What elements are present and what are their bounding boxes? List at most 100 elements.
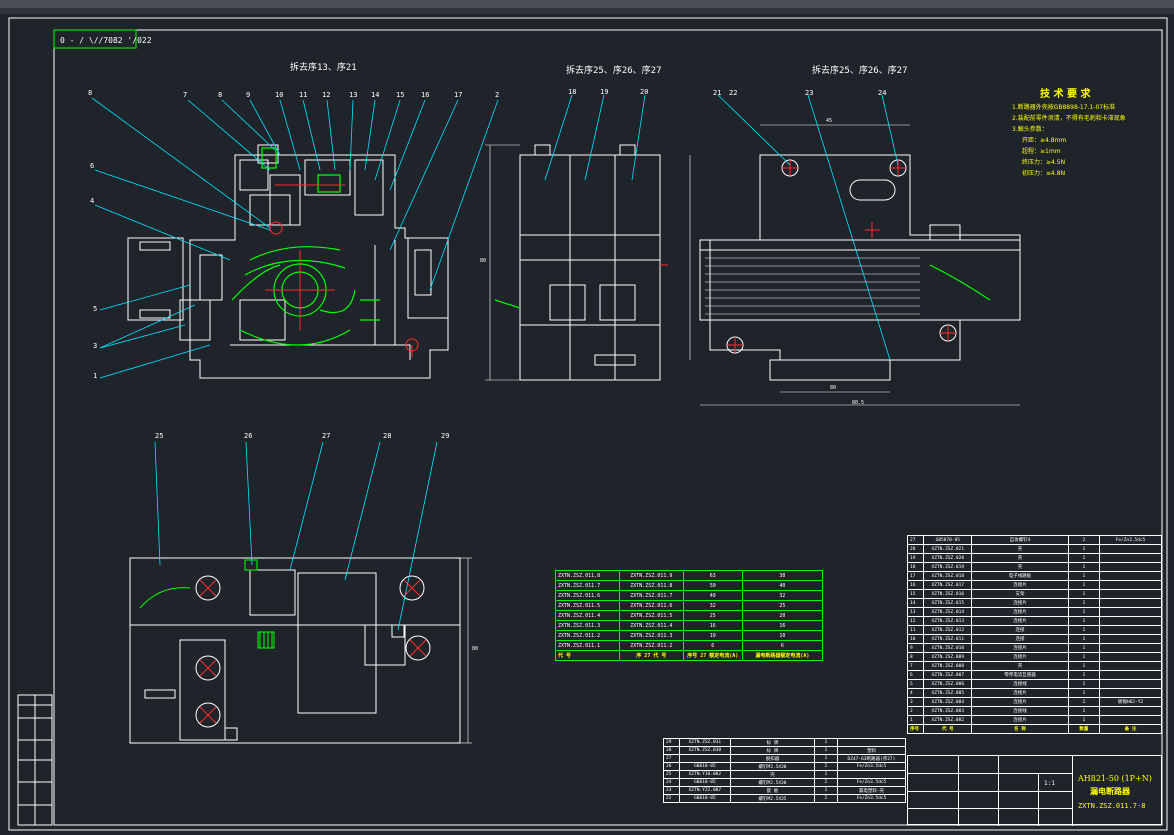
table-cell: XZTN.ZSZ.013: [923, 616, 973, 626]
table-cell: 8: [906, 652, 925, 662]
table-cell: 扳 板: [730, 786, 815, 795]
view2-leaders: [544, 94, 646, 181]
balloon: 16: [421, 91, 430, 99]
table-cell: 27: [663, 754, 680, 763]
table-cell: 标 牌: [730, 738, 815, 747]
table-cell: XZTN.ZSZ.009: [923, 652, 973, 662]
dim-width-top: 45: [826, 118, 833, 124]
table-cell: 40: [741, 580, 824, 591]
table-cell: 1: [1067, 616, 1100, 626]
table-cell: ZXTN.ZSZ.011.1: [555, 640, 620, 651]
table-cell: [836, 770, 907, 779]
table-cell: 10: [741, 630, 824, 641]
table-cell: 连接片: [971, 598, 1069, 608]
table-cell: 电子线路板: [971, 571, 1069, 581]
outer-frame: [8, 17, 1168, 831]
table-cell: [1098, 661, 1163, 671]
table-cell: GB818-85: [678, 762, 732, 771]
table-cell: 漏电塑料-壳: [836, 786, 907, 795]
table-cell: 1: [1067, 625, 1100, 635]
tech-line: 初压力：≤4.8N: [1022, 170, 1066, 177]
table-cell: 2: [813, 762, 838, 771]
table-cell: 数量: [1067, 724, 1100, 734]
view2-side[interactable]: [519, 144, 661, 381]
table-cell: 连接片: [971, 607, 1069, 617]
table-cell: 32: [741, 590, 824, 601]
table-cell: XZTN.ZSZ.012: [923, 625, 973, 635]
view3-hatch: [929, 264, 991, 301]
table-cell: 1: [1067, 562, 1100, 572]
table-cell: 10: [906, 634, 925, 644]
title-stamp: 0 - / \//7082 '/022: [60, 36, 152, 45]
table-cell: 11: [906, 625, 925, 635]
table-cell: ZXTN.ZSZ.011.4: [618, 620, 684, 631]
table-cell: 2: [1067, 697, 1100, 707]
view3-caption: 拆去序25、序26、序27: [812, 64, 908, 76]
table-cell: 壳: [971, 661, 1069, 671]
balloon: 11: [299, 91, 308, 99]
model-text: AH821-50 (1P+N): [1078, 774, 1152, 783]
table-cell: 1: [1067, 634, 1100, 644]
table-cell: ZXTN.ZSZ.011.9: [618, 570, 684, 581]
table-cell: 1: [1067, 706, 1100, 716]
table-cell: ZXTN.ZSZ.011.6: [618, 600, 684, 611]
table-cell: 连接片: [971, 697, 1069, 707]
view1-front-section[interactable]: [127, 144, 449, 379]
view3-leaders: [717, 94, 899, 361]
balloon: 20: [640, 88, 649, 96]
table-cell: 螺钉M2.5X30: [730, 762, 815, 771]
table-cell: 连接片: [971, 643, 1069, 653]
table-cell: 零序电流互感器: [971, 670, 1069, 680]
table-cell: 50: [682, 580, 743, 591]
table-cell: [1098, 562, 1163, 572]
table-cell: Fe/Zn3.5dc5: [836, 762, 907, 771]
table-cell: 1: [1067, 607, 1100, 617]
table-cell: 26: [663, 762, 680, 771]
table-cell: XZTN.ZSZ.031: [678, 738, 732, 747]
table-cell: 连接片: [971, 580, 1069, 590]
table-cell: [1098, 544, 1163, 554]
table-cell: 镀锡H62-Y2: [1098, 697, 1163, 707]
table-cell: XZTN.ZSZ.014: [923, 607, 973, 617]
table-cell: 23: [663, 786, 680, 795]
left-side-strip: [17, 694, 53, 826]
view1-caption: 拆去序13、序21: [290, 61, 357, 73]
table-cell: [1098, 670, 1163, 680]
table-cell: XZTN.ZSZ.017: [923, 580, 973, 590]
table-cell: 螺钉M2.5X35: [730, 794, 815, 803]
balloon: 6: [90, 162, 95, 170]
view3-back[interactable]: [699, 154, 1021, 381]
table-cell: 连接片: [971, 616, 1069, 626]
product-name: 漏电断路器: [1090, 787, 1130, 796]
table-cell: 2: [813, 794, 838, 803]
table-cell: 1: [1067, 571, 1100, 581]
table-cell: 27: [906, 535, 925, 545]
table-cell: 9: [906, 643, 925, 653]
table-cell: 30: [741, 570, 824, 581]
table-cell: XZTN.Y10.002: [678, 770, 732, 779]
table-cell: [1098, 553, 1163, 563]
table-cell: 代 号: [555, 650, 620, 661]
table-cell: XZTN.ZSZ.006: [923, 679, 973, 689]
table-cell: ZXTN.ZSZ.011.2: [555, 630, 620, 641]
balloon: 1: [93, 372, 98, 380]
table-cell: XZTN.ZSZ.011: [923, 634, 973, 644]
table-cell: 1: [906, 715, 925, 725]
view4-bottom[interactable]: [129, 557, 461, 744]
